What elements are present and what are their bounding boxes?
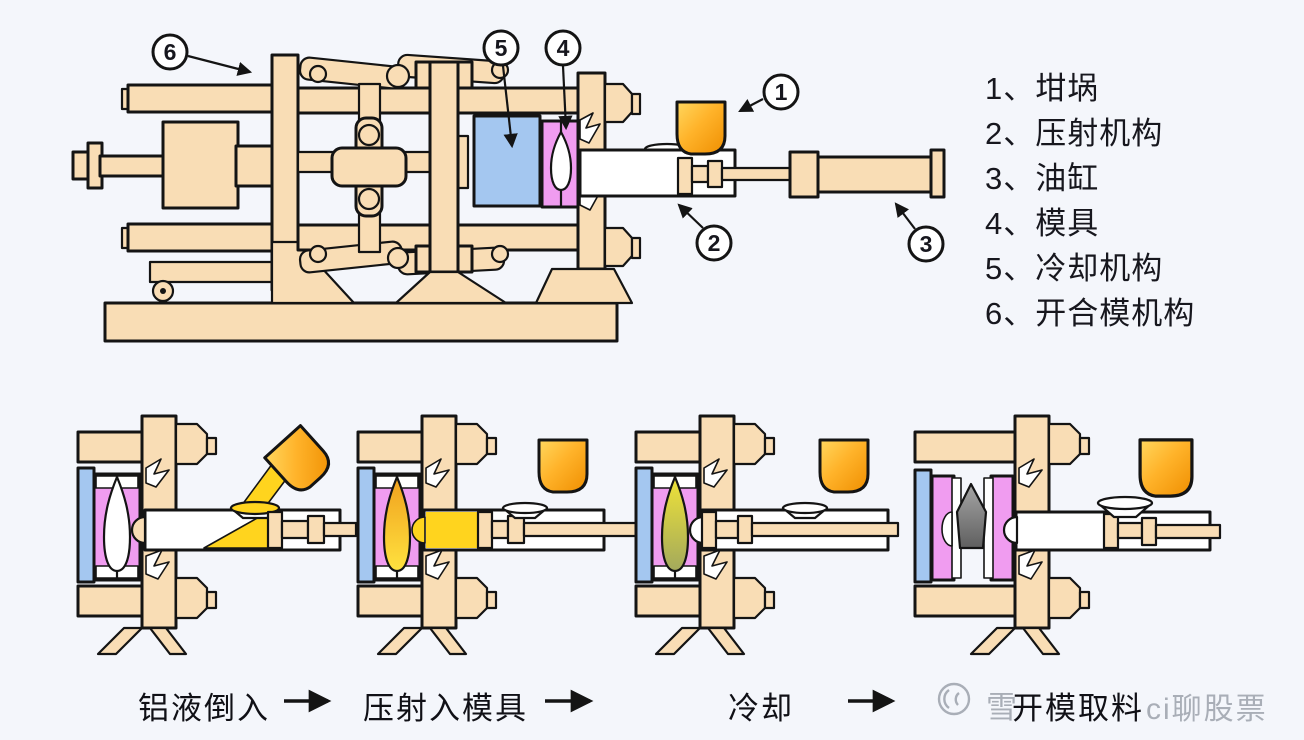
clamp-mechanism [71, 53, 584, 305]
step-4-diagram [913, 414, 1222, 656]
legend-item: 3、油缸 [985, 161, 1100, 196]
callout-6: 6 [164, 39, 177, 65]
fixed-platen [534, 71, 642, 305]
oil-cylinder [788, 148, 946, 199]
step-3-diagram [636, 416, 900, 654]
callout-circle-2 [695, 224, 733, 262]
callout-circle-5 [482, 29, 520, 67]
watermark-suffix: ci聊股票 [1146, 693, 1268, 726]
callout-3: 3 [920, 231, 933, 257]
crucible-icon [675, 100, 727, 156]
legend-item: 4、模具 [985, 206, 1100, 241]
casting-part [955, 482, 988, 550]
legend-item: 1、坩埚 [985, 71, 1100, 106]
callout-1: 1 [775, 79, 788, 105]
crucible-icon [818, 438, 870, 494]
callout-4: 4 [557, 35, 570, 61]
crucible-icon [1138, 438, 1194, 498]
watermark-logo-icon [936, 681, 972, 722]
cooling-block [472, 114, 542, 208]
machine-diagram: 1 2 3 4 5 6 [71, 29, 946, 343]
flow-label-pour: 铝液倒入 [138, 691, 270, 726]
callout-circle-1 [762, 73, 800, 111]
mold [540, 119, 581, 209]
callout-circle-3 [907, 225, 945, 263]
injection-unit [578, 142, 794, 198]
step-2-diagram [358, 416, 644, 654]
flow-label-open: 开模取料 [1012, 691, 1144, 726]
step-1-diagram [78, 416, 358, 654]
legend: 1、坩埚 2、压射机构 3、油缸 4、模具 5、冷却机构 6、开合模机构 [985, 66, 1295, 336]
callouts: 1 2 3 4 5 6 [151, 29, 945, 263]
callout-5: 5 [495, 35, 508, 61]
legend-item: 6、开合模机构 [985, 296, 1196, 331]
flow-label-cool: 冷却 [728, 691, 794, 726]
legend-item: 5、冷却机构 [985, 251, 1164, 286]
crucible-icon [537, 438, 589, 494]
callout-circle-6 [151, 33, 189, 71]
flow-label-inject: 压射入模具 [363, 691, 528, 726]
legend-item: 2、压射机构 [985, 116, 1164, 151]
callout-circle-4 [544, 29, 582, 67]
callout-2: 2 [708, 230, 721, 256]
machine-base [103, 301, 619, 343]
watermark-prefix: 雪 [986, 690, 1017, 725]
